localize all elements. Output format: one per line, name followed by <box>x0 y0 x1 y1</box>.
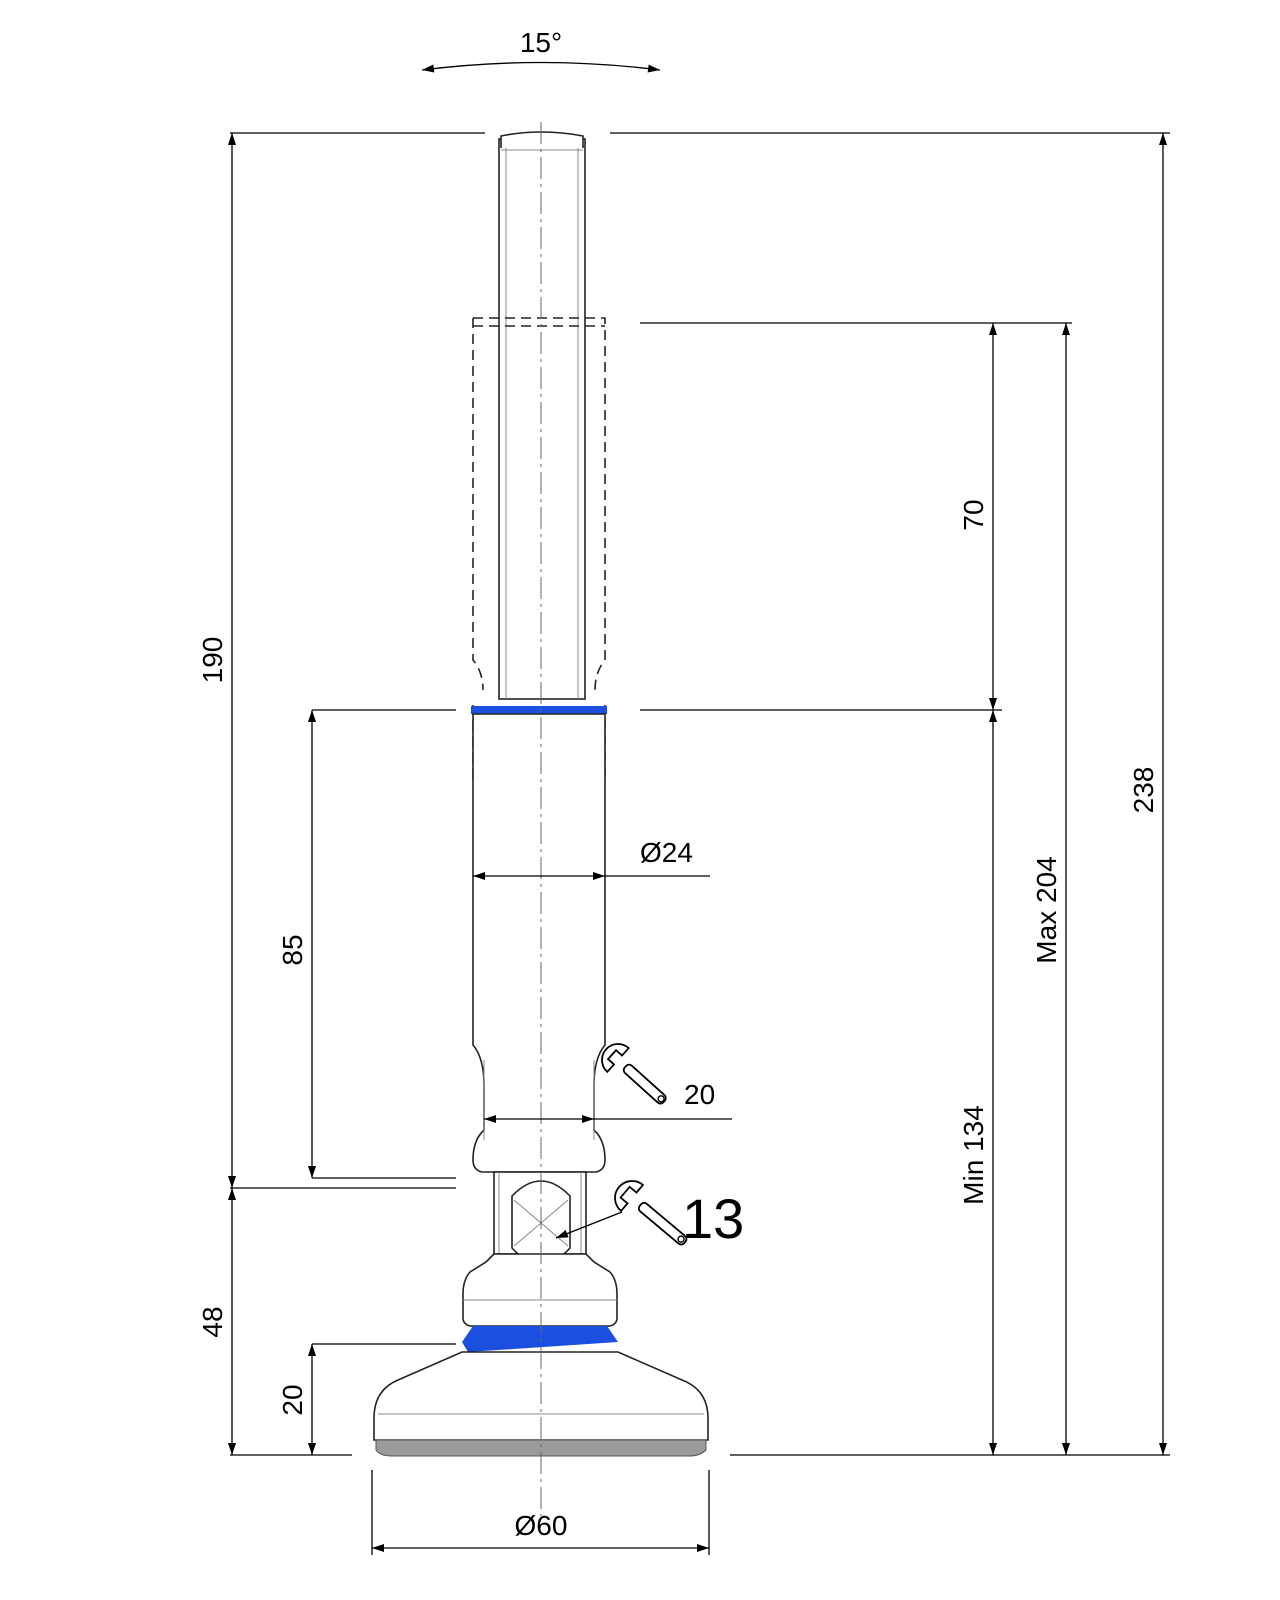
leveling-foot-part <box>373 122 709 1516</box>
angle-label: 15° <box>520 27 562 58</box>
dim-20-label: 20 <box>277 1384 308 1415</box>
dimensions: 15° 190 238 70 Max 204 Min 134 85 48 <box>197 27 1170 1555</box>
wrench-icon <box>614 1180 688 1246</box>
main-tube <box>472 713 606 1173</box>
dim-diameter24-label: Ø24 <box>640 837 693 868</box>
top-seal-ring <box>471 706 607 714</box>
dim-238-label: 238 <box>1128 767 1159 814</box>
base-gasket <box>462 1326 618 1352</box>
threaded-rod <box>498 138 586 700</box>
rubber-pad <box>375 1439 707 1457</box>
ball-joint-housing <box>462 1253 618 1327</box>
dim-190-label: 190 <box>197 637 228 684</box>
dim-max-label: Max 204 <box>1031 856 1062 963</box>
dim-48-label: 48 <box>197 1306 228 1337</box>
dim-70-label: 70 <box>958 499 989 530</box>
rod-top-cap <box>500 131 584 148</box>
dim-spanner20-label: 20 <box>684 1079 715 1110</box>
extended-position-outline <box>472 317 606 691</box>
dim-spanner13-label: 13 <box>682 1187 744 1250</box>
wrench-icon <box>601 1043 667 1105</box>
angle-arc <box>421 61 661 73</box>
dim-85-label: 85 <box>277 934 308 965</box>
dim-diameter60-label: Ø60 <box>515 1510 568 1541</box>
dim-min-label: Min 134 <box>958 1105 989 1205</box>
dim-spanner13-leader <box>555 1211 623 1239</box>
